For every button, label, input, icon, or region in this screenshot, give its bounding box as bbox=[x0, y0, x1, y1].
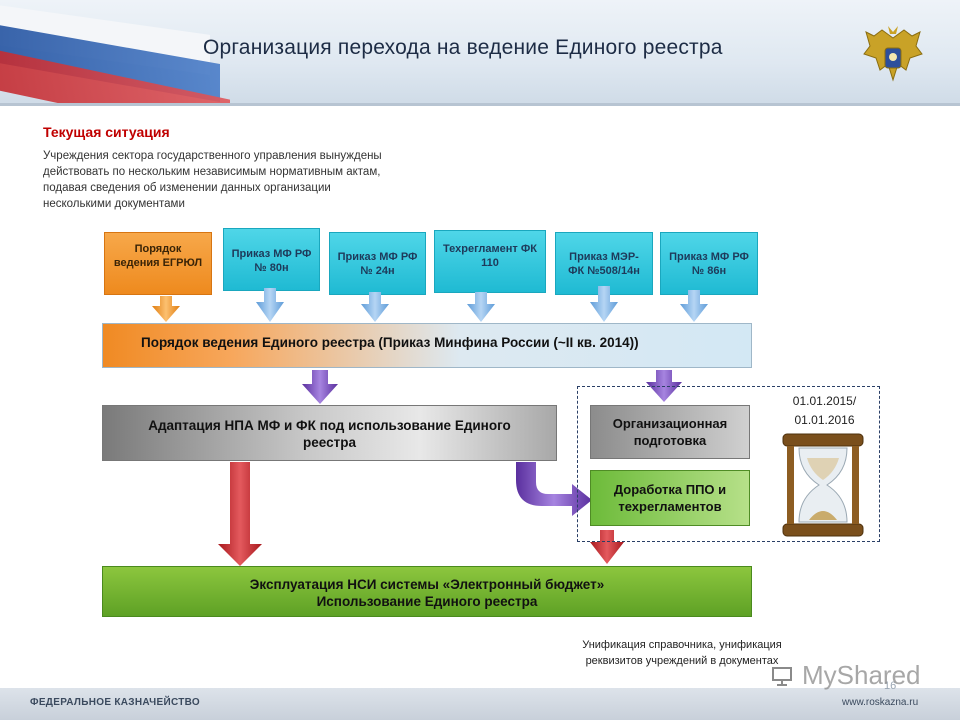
page-number: 16 bbox=[884, 680, 897, 692]
deadline-dates: 01.01.2015/ 01.01.2016 bbox=[777, 392, 872, 430]
preparation-group-frame bbox=[577, 386, 880, 542]
deadline-date-1: 01.01.2015/ bbox=[792, 394, 857, 408]
footer-website-link[interactable]: www.roskazna.ru bbox=[842, 697, 919, 708]
unification-note: Унификация справочника, унификация рекви… bbox=[582, 639, 782, 667]
source-box-508: Приказ МЭР-ФК №508/14н bbox=[555, 232, 653, 295]
unified-registry-order-bar: Порядок ведения Единого реестра (Приказ … bbox=[102, 323, 752, 368]
section-heading: Текущая ситуация bbox=[43, 124, 170, 140]
nsi-bar-line-1: Эксплуатация НСИ системы «Электронный бю… bbox=[249, 577, 605, 592]
footer-bar bbox=[0, 688, 960, 720]
header-divider bbox=[0, 103, 960, 106]
arrow-adapt-to-nsi bbox=[218, 462, 262, 566]
nsi-exploitation-bar: Эксплуатация НСИ системы «Электронный бю… bbox=[102, 566, 752, 617]
arrow-80n bbox=[256, 288, 284, 322]
presentation-board-icon bbox=[772, 667, 792, 686]
header-banner bbox=[0, 0, 960, 105]
arrow-110 bbox=[467, 292, 495, 322]
hourglass-icon bbox=[782, 433, 864, 537]
page-title: Организация перехода на ведение Единого … bbox=[203, 36, 723, 59]
source-box-egrul: Порядок ведения ЕГРЮЛ bbox=[104, 232, 212, 295]
deadline-date-2: 01.01.2016 bbox=[794, 413, 855, 427]
arrow-egrul bbox=[152, 296, 180, 322]
source-box-110: Техрегламент ФК 110 bbox=[434, 230, 546, 293]
double-headed-eagle-emblem-icon bbox=[863, 26, 923, 82]
footer-organization: ФЕДЕРАЛЬНОЕ КАЗНАЧЕЙСТВО bbox=[30, 697, 200, 708]
ppo-refinement-box: Доработка ППО и техрегламентов bbox=[590, 470, 750, 526]
source-box-24n: Приказ МФ РФ № 24н bbox=[329, 232, 426, 295]
nsi-bar-line-2: Использование Единого реестра bbox=[316, 594, 538, 609]
arrow-order-to-adapt bbox=[302, 370, 338, 404]
arrow-24n bbox=[361, 292, 389, 322]
section-description: Учреждения сектора государственного упра… bbox=[43, 150, 382, 210]
source-box-86n: Приказ МФ РФ № 86н bbox=[660, 232, 758, 295]
adaptation-bar: Адаптация НПА МФ и ФК под использование … bbox=[102, 405, 557, 461]
source-box-80n: Приказ МФ РФ № 80н bbox=[223, 228, 320, 291]
organizational-preparation-box: Организационная подготовка bbox=[590, 405, 750, 459]
watermark-text: MyShared bbox=[802, 660, 921, 690]
